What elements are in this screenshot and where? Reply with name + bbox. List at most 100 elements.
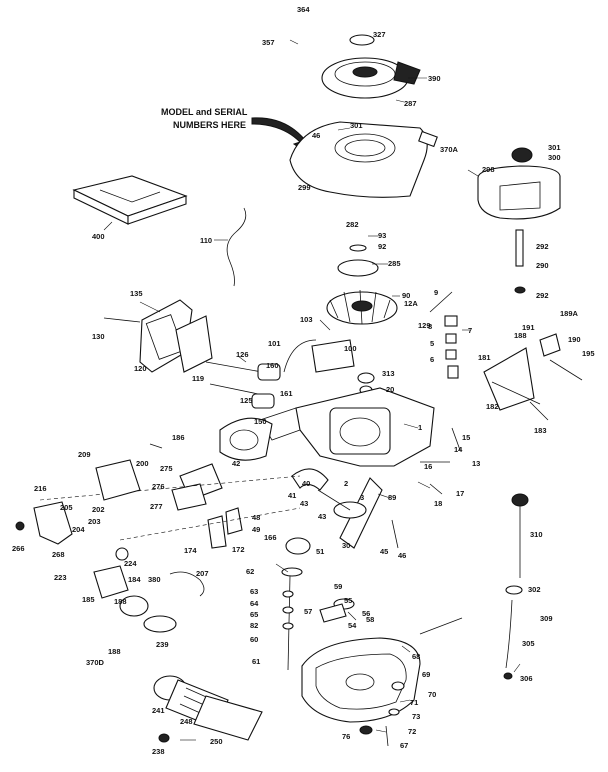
model-note-line2: NUMBERS HERE [173, 120, 246, 130]
label-90: 90 [402, 291, 410, 300]
label-130: 130 [92, 332, 105, 341]
label-46-blower: 46 [312, 131, 320, 140]
leader-lines [103, 127, 521, 741]
label-306: 306 [520, 674, 533, 683]
label-63: 63 [250, 587, 258, 596]
label-223: 223 [54, 573, 67, 582]
label-202: 202 [92, 505, 105, 514]
label-5: 5 [430, 339, 434, 348]
carburetor [93, 547, 205, 633]
label-309: 309 [540, 614, 553, 623]
label-285: 285 [388, 259, 401, 268]
label-301-blower: 301 [350, 121, 363, 130]
label-40: 40 [302, 479, 310, 488]
label-204: 204 [72, 525, 85, 534]
label-129: 129 [418, 321, 431, 330]
label-125: 125 [240, 396, 253, 405]
label-135: 135 [130, 289, 143, 298]
dipstick-tube [503, 493, 529, 680]
valves-springs [205, 361, 281, 409]
label-92: 92 [378, 242, 386, 251]
label-43: 43 [300, 499, 308, 508]
starter-assembly [289, 34, 427, 103]
label-268: 268 [52, 550, 65, 559]
label-209: 209 [78, 450, 91, 459]
breather-assembly [219, 417, 273, 461]
label-181: 181 [478, 353, 491, 362]
label-390: 390 [428, 74, 441, 83]
label-305: 305 [522, 639, 535, 648]
label-266: 266 [12, 544, 25, 553]
label-174: 174 [184, 546, 197, 555]
label-185: 185 [82, 595, 95, 604]
label-89: 89 [388, 493, 396, 502]
governor-parts [420, 333, 583, 495]
label-241: 241 [152, 706, 165, 715]
label-45: 45 [380, 547, 388, 556]
label-72: 72 [408, 727, 416, 736]
label-292-top: 292 [536, 242, 549, 251]
part-400-plate [72, 175, 188, 225]
label-82: 82 [250, 621, 258, 630]
air-cleaner-parts [39, 463, 301, 549]
cam-gear-parts [281, 537, 311, 671]
air-filter [153, 675, 263, 743]
label-119: 119 [192, 374, 204, 383]
label-48: 48 [252, 513, 260, 522]
label-9: 9 [434, 288, 438, 297]
label-56: 56 [362, 609, 370, 618]
label-191: 191 [522, 323, 535, 332]
label-287: 287 [404, 99, 417, 108]
model-serial-note: MODEL and SERIAL NUMBERS HERE [161, 107, 310, 153]
label-184: 184 [128, 575, 141, 584]
label-15: 15 [462, 433, 470, 442]
label-250: 250 [210, 737, 223, 746]
label-277: 277 [150, 502, 163, 511]
label-3: 3 [360, 493, 364, 502]
label-73: 73 [412, 712, 420, 721]
label-46-crank: 46 [398, 551, 406, 560]
label-2: 2 [344, 479, 348, 488]
label-186: 186 [172, 433, 185, 442]
label-364: 364 [297, 5, 310, 14]
label-17: 17 [456, 489, 464, 498]
label-51: 51 [316, 547, 324, 556]
label-380: 380 [148, 575, 161, 584]
label-370A: 370A [440, 145, 459, 154]
parts-8-5-6 [444, 315, 459, 379]
label-292-bottom: 292 [536, 291, 549, 300]
label-100: 100 [344, 344, 357, 353]
label-200: 200 [136, 459, 149, 468]
label-207: 207 [196, 569, 209, 578]
label-205: 205 [60, 503, 73, 512]
label-400: 400 [92, 232, 105, 241]
label-160: 160 [266, 361, 279, 370]
label-172: 172 [232, 545, 245, 554]
label-183: 183 [534, 426, 547, 435]
label-150: 150 [254, 417, 267, 426]
label-42: 42 [232, 459, 240, 468]
label-182: 182 [486, 402, 499, 411]
label-12A: 12A [404, 299, 418, 308]
label-190: 190 [568, 335, 581, 344]
label-327: 327 [373, 30, 386, 39]
label-224: 224 [124, 559, 137, 568]
label-7: 7 [468, 326, 472, 335]
label-126: 126 [236, 350, 249, 359]
label-75: 76 [342, 732, 350, 741]
blower-housing [289, 121, 438, 198]
part-268-shield [15, 501, 73, 545]
label-276: 276 [152, 482, 165, 491]
label-301-tank: 301 [548, 143, 561, 152]
label-49: 49 [252, 525, 260, 534]
label-67: 67 [400, 741, 408, 750]
label-166: 166 [264, 533, 277, 542]
model-note-line1: MODEL and SERIAL [161, 107, 248, 117]
part-labels: 364 357 327 390 287 301 46 299 370A 400 … [12, 5, 595, 756]
label-30: 30 [342, 541, 350, 550]
label-71: 71 [410, 698, 418, 707]
label-65: 65 [250, 610, 258, 619]
label-216: 216 [34, 484, 47, 493]
